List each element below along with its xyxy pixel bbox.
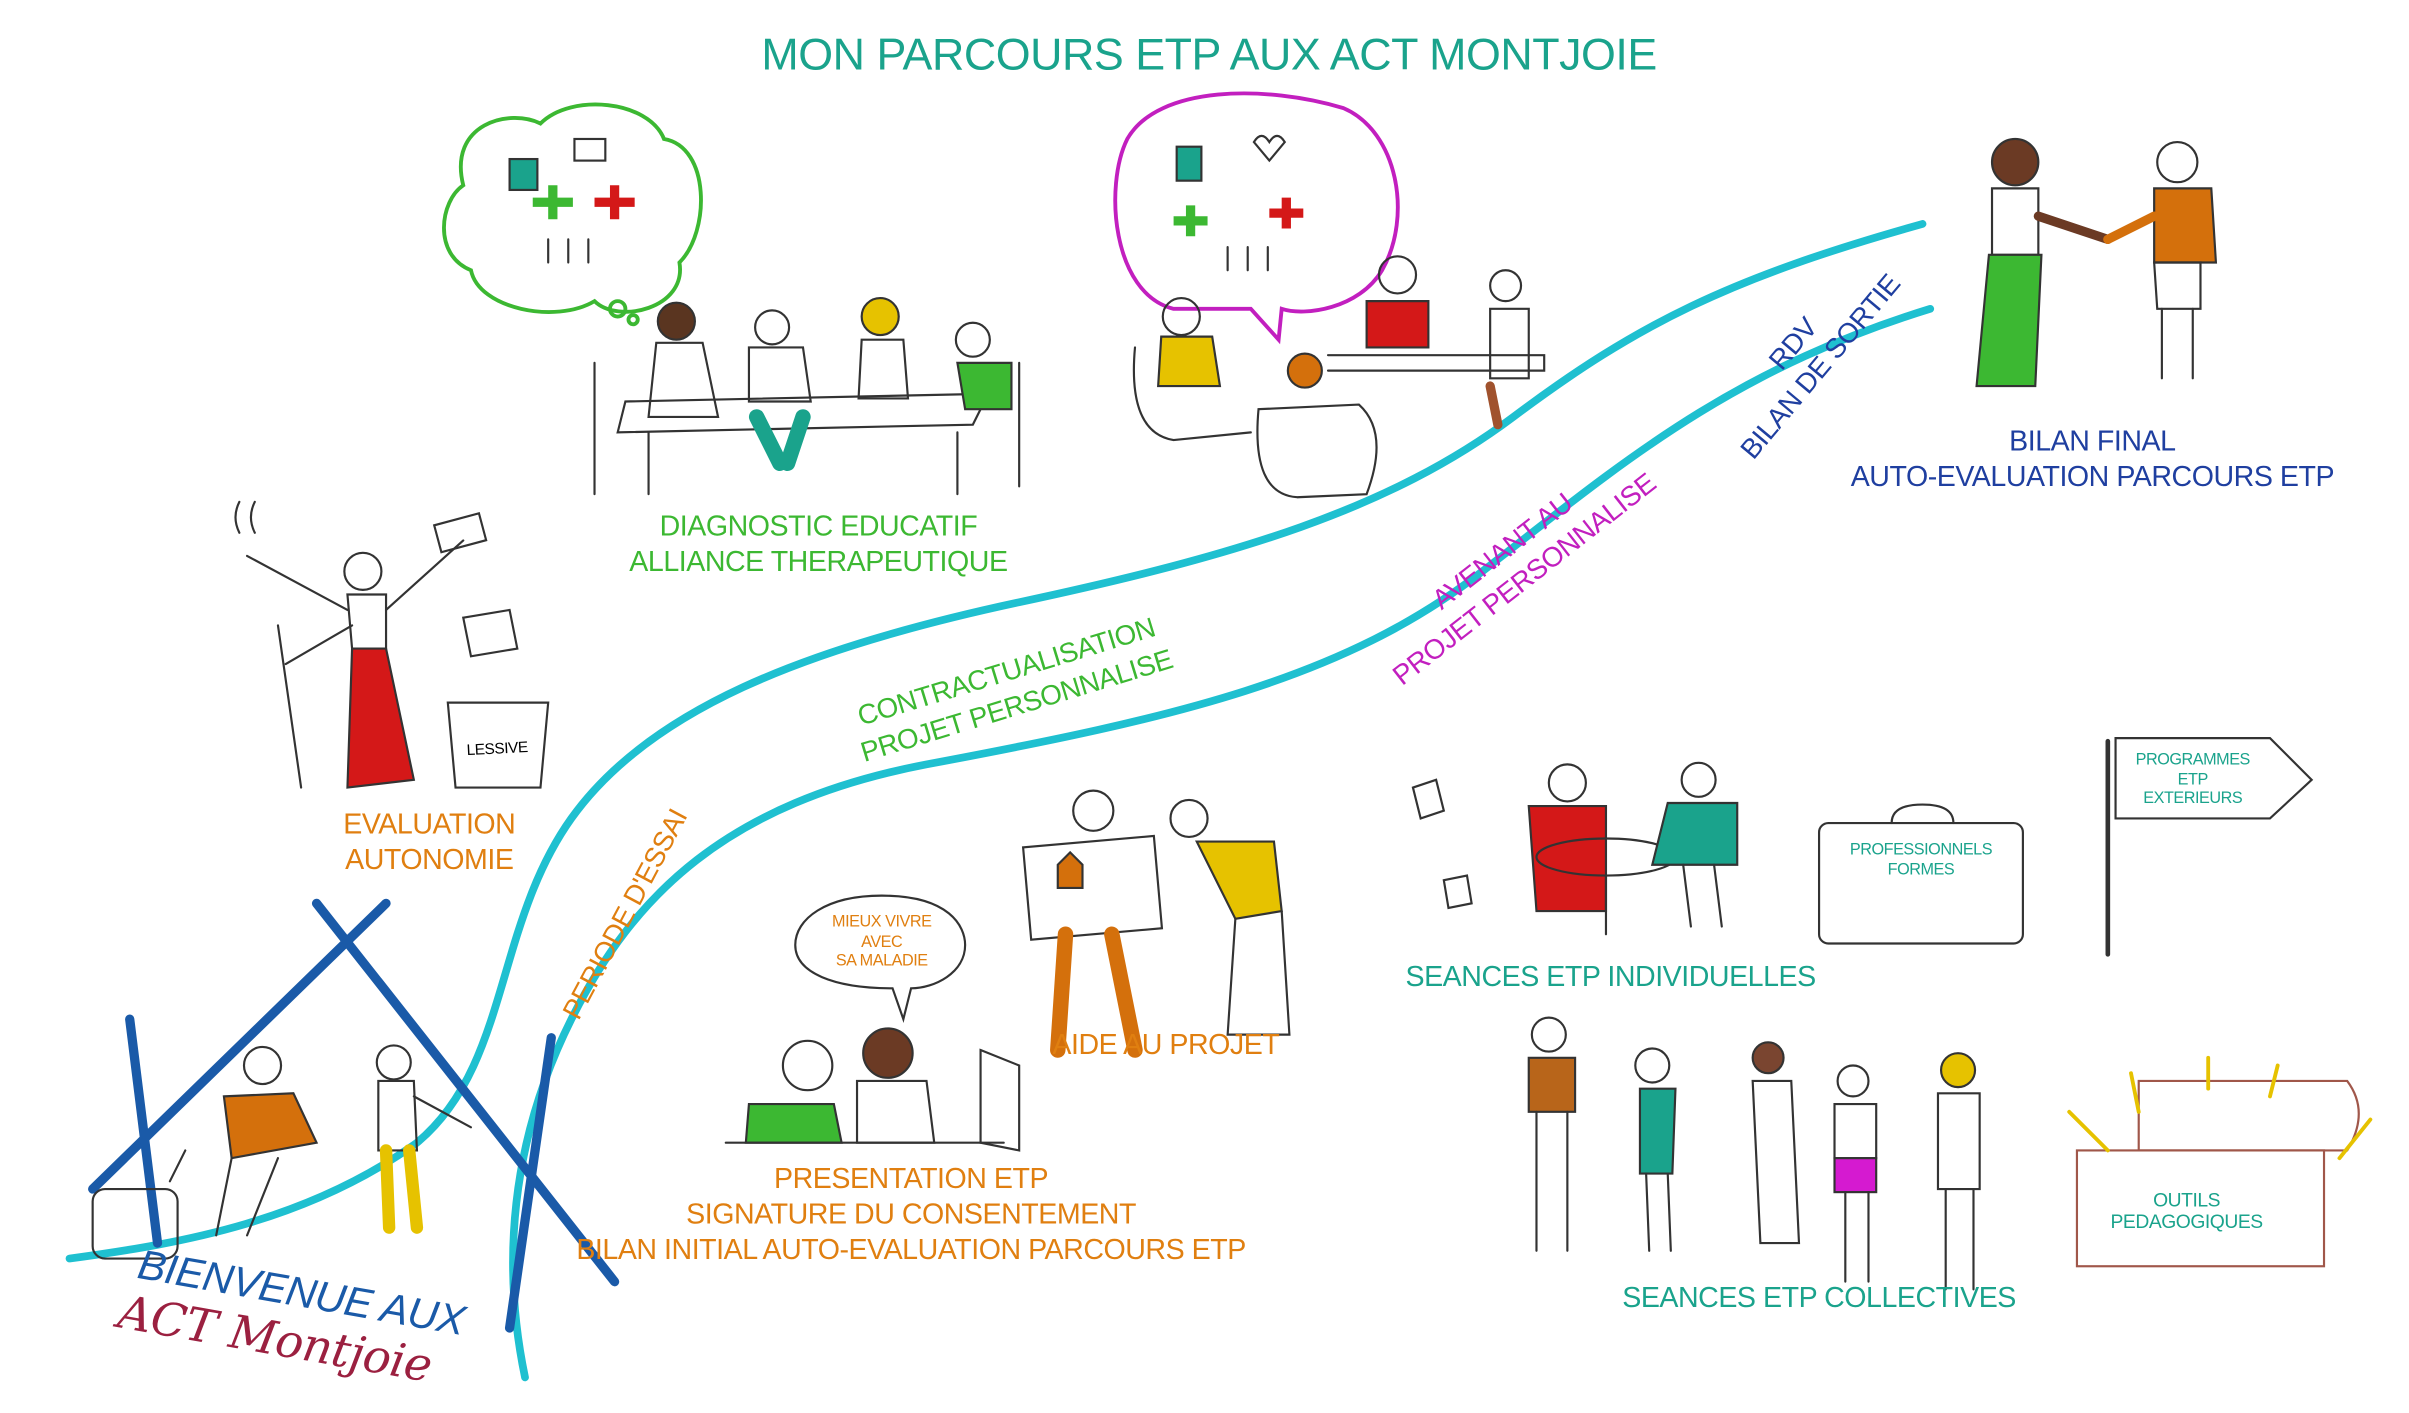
signpost-line2: ETP bbox=[2177, 770, 2209, 789]
diagnostic-line2: ALLIANCE THERAPEUTIQUE bbox=[629, 545, 1008, 578]
speech-bubble-magenta bbox=[1113, 91, 1400, 345]
bilan-final-line2: AUTO-EVALUATION PARCOURS ETP bbox=[1850, 460, 2335, 493]
multitasking-woman-figure bbox=[234, 500, 550, 789]
thought-bubble-green bbox=[442, 102, 703, 327]
signpost-line1: PROGRAMMES bbox=[2135, 750, 2251, 770]
stage-label-seances-individuelles: SEANCES ETP INDIVIDUELLES bbox=[1405, 959, 1816, 993]
stage-label-evaluation: EVALUATION AUTONOMIE bbox=[343, 806, 516, 877]
briefcase-line1: PROFESSIONNELS bbox=[1849, 840, 1993, 860]
presentation-line3: BILAN INITIAL AUTO-EVALUATION PARCOURS E… bbox=[576, 1233, 1246, 1266]
presentation-figures bbox=[724, 1027, 1021, 1152]
diagnostic-line1: DIAGNOSTIC EDUCATIF bbox=[659, 509, 978, 542]
stage-label-diagnostic: DIAGNOSTIC EDUCATIF ALLIANCE THERAPEUTIQ… bbox=[629, 508, 1008, 579]
individual-session-figures bbox=[1411, 761, 1739, 936]
briefcase-line2: FORMES bbox=[1887, 860, 1955, 879]
welcoming-staff-figure bbox=[375, 1044, 473, 1234]
chest-label: OUTILS PEDAGOGIQUES bbox=[2110, 1189, 2264, 1233]
briefcase bbox=[1817, 803, 2024, 945]
page-title: MON PARCOURS ETP AUX ACT MONTJOIE bbox=[761, 30, 1657, 81]
briefcase-label: PROFESSIONNELS FORMES bbox=[1849, 840, 1993, 880]
road-edge-upper bbox=[65, 220, 1927, 1263]
project-help-figures bbox=[1021, 789, 1291, 1058]
bubble-line1: MIEUX VIVRE bbox=[832, 912, 932, 932]
signpost-line3: EXTERIEURS bbox=[2143, 789, 2243, 809]
stage-label-aide-projet: AIDE AU PROJET bbox=[1052, 1027, 1280, 1060]
bilan-final-line1: BILAN FINAL bbox=[2009, 424, 2176, 457]
lessive-basket-label: LESSIVE bbox=[466, 739, 529, 760]
stage-label-seances-collectives: SEANCES ETP COLLECTIVES bbox=[1622, 1280, 2016, 1314]
evaluation-line2: AUTONOMIE bbox=[345, 843, 514, 876]
road-edge-lower bbox=[509, 304, 1935, 1382]
meeting-table-group bbox=[593, 296, 1021, 496]
arriving-resident-figure bbox=[91, 1045, 319, 1260]
bubble-line3: SA MALADIE bbox=[835, 951, 928, 971]
signpost bbox=[2105, 737, 2314, 957]
stage-label-presentation: PRESENTATION ETP SIGNATURE DU CONSENTEME… bbox=[576, 1160, 1246, 1267]
evaluation-line1: EVALUATION bbox=[343, 807, 516, 840]
signpost-label: PROGRAMMES ETP EXTERIEURS bbox=[2135, 750, 2251, 809]
speech-icons-magenta bbox=[1173, 134, 1304, 272]
group-session-figures bbox=[1527, 1016, 1981, 1291]
chest-line1: OUTILS bbox=[2153, 1189, 2221, 1212]
house-outline bbox=[88, 898, 620, 1333]
follow-up-meeting-group bbox=[1132, 255, 1546, 499]
bubble-mieux-vivre: MIEUX VIVRE AVEC SA MALADIE bbox=[832, 912, 932, 971]
handshake-figures bbox=[1975, 137, 2218, 388]
chest-line2: PEDAGOGIQUES bbox=[2110, 1210, 2264, 1233]
presentation-line1: PRESENTATION ETP bbox=[774, 1161, 1049, 1195]
treasure-chest bbox=[2067, 1055, 2373, 1268]
speech-bubble-presentation bbox=[794, 894, 967, 1023]
thought-icons-green bbox=[508, 137, 635, 264]
bubble-line2: AVEC bbox=[861, 932, 903, 951]
stage-label-bilan-final: BILAN FINAL AUTO-EVALUATION PARCOURS ETP bbox=[1850, 423, 2335, 494]
presentation-line2: SIGNATURE DU CONSENTEMENT bbox=[686, 1197, 1136, 1230]
